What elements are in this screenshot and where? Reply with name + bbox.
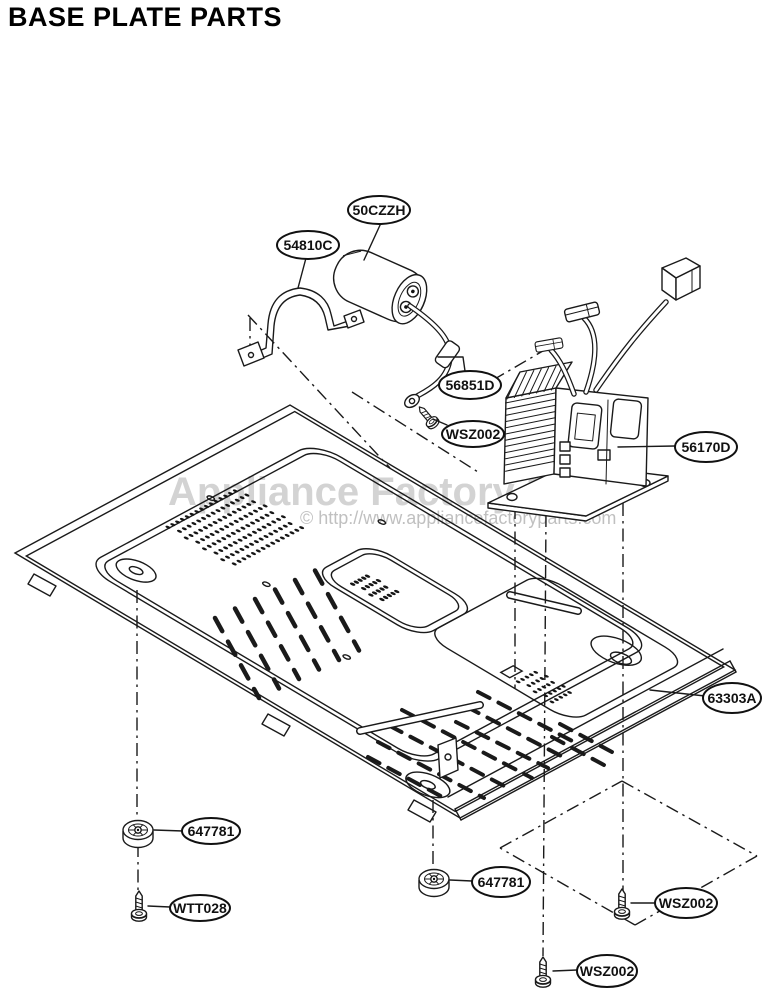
foot-center xyxy=(418,868,450,898)
diode-sleeve xyxy=(434,340,461,369)
wire-harness xyxy=(534,257,701,397)
screw-bottom xyxy=(534,956,552,988)
part-number: 54810C xyxy=(283,237,332,253)
screw-foot-left xyxy=(130,890,148,922)
perforation-grid xyxy=(165,489,305,566)
screw-capacitor xyxy=(413,402,442,432)
callout-56851D: 56851D xyxy=(438,370,502,400)
part-number: 647781 xyxy=(188,823,235,839)
spade-terminal xyxy=(534,336,564,354)
part-number: WSZ002 xyxy=(659,895,714,911)
harness-connector xyxy=(661,257,701,301)
base-plate-details xyxy=(27,568,737,823)
vent-slots-small xyxy=(550,722,614,767)
part-number: 50CZZH xyxy=(353,202,406,218)
callouts: 50CZZH 54810C 56851D WSZ002 56170D 63303… xyxy=(169,195,762,988)
core-laminations-top xyxy=(506,364,564,400)
projection-lines xyxy=(136,314,758,957)
callout-WSZ002-bottom: WSZ002 xyxy=(576,954,638,988)
vent-slots-left xyxy=(212,568,362,701)
screw-right xyxy=(613,888,631,920)
callout-647781-left: 647781 xyxy=(181,817,241,845)
callout-WSZ002-right: WSZ002 xyxy=(654,887,718,919)
capacitor xyxy=(332,249,428,325)
callout-WTT028: WTT028 xyxy=(169,894,231,922)
part-number: 647781 xyxy=(478,874,525,890)
ring-terminal xyxy=(404,393,420,409)
part-number: 63303A xyxy=(707,690,756,706)
capacitor-bracket xyxy=(237,287,365,367)
page-title: BASE PLATE PARTS xyxy=(8,2,283,32)
part-number: WSZ002 xyxy=(446,426,501,442)
callout-56170D: 56170D xyxy=(674,431,738,463)
callout-647781-center: 647781 xyxy=(471,866,531,898)
callout-63303A: 63303A xyxy=(702,682,762,714)
part-number: 56170D xyxy=(681,439,730,455)
leader-lines xyxy=(147,222,706,972)
part-number: WTT028 xyxy=(173,900,227,916)
callout-WSZ002-capacitor: WSZ002 xyxy=(441,420,505,448)
spade-terminal xyxy=(563,300,601,324)
core-laminations xyxy=(505,392,556,472)
transformer xyxy=(487,361,669,522)
part-number: WSZ002 xyxy=(580,963,635,979)
callout-54810C: 54810C xyxy=(276,230,340,260)
foot-left xyxy=(122,819,154,849)
base-plate xyxy=(15,405,735,818)
vent-slots-bottom xyxy=(366,708,534,802)
platform-perforations xyxy=(349,574,400,602)
part-number: 56851D xyxy=(445,377,494,393)
callout-50CZZH: 50CZZH xyxy=(347,195,411,225)
